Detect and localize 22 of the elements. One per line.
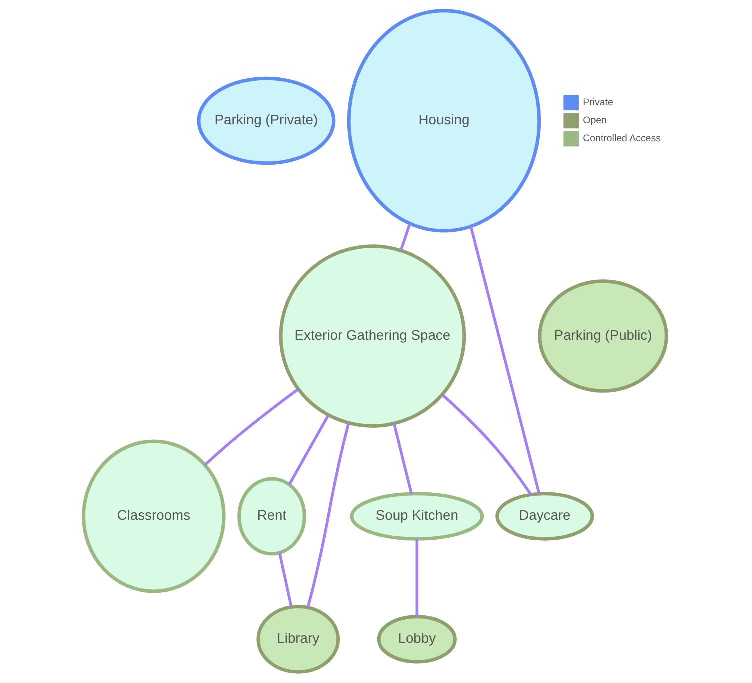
node-ellipse: Parking (Public)	[538, 280, 668, 393]
legend-label: Private	[583, 98, 614, 108]
legend-label: Open	[583, 116, 607, 127]
node-ellipse: Housing	[347, 9, 542, 233]
node-ellipse: Daycare	[496, 492, 594, 541]
node-ellipse: Library	[256, 605, 340, 674]
connector	[416, 539, 419, 617]
node-ellipse: Soup Kitchen	[350, 492, 484, 541]
connector	[470, 226, 541, 494]
legend-label: Controlled Access	[583, 134, 661, 145]
connector	[204, 388, 300, 466]
connector	[442, 394, 532, 496]
connector	[306, 422, 350, 608]
node-ellipse: Rent	[238, 477, 306, 556]
node-circle: Exterior Gathering Space	[279, 244, 466, 428]
connector	[278, 552, 293, 608]
node-ellipse: Parking (Private)	[197, 76, 336, 166]
connector	[392, 423, 414, 494]
node-ellipse: Lobby	[377, 615, 457, 664]
connector	[288, 414, 330, 486]
node-circle: Classrooms	[82, 440, 226, 594]
connector	[400, 224, 412, 252]
